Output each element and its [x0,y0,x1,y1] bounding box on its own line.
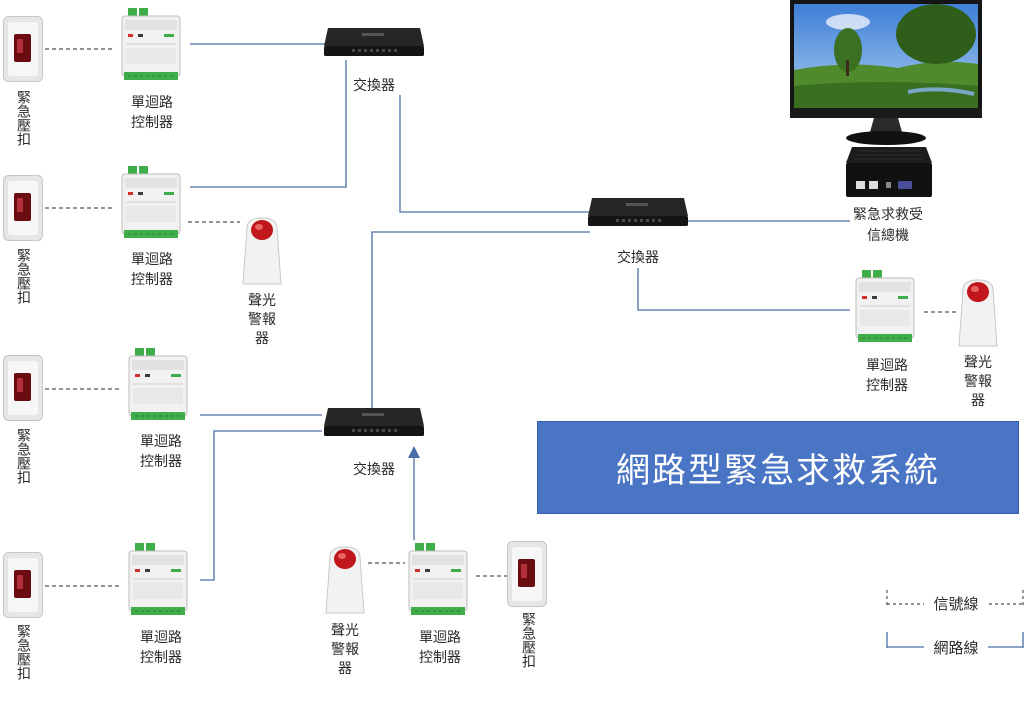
signal-lines [45,48,958,587]
controller-label: 單迴路控制器 [866,358,908,394]
network-line [200,430,322,581]
controller-icon [121,8,181,80]
controller-label: 單迴路控制器 [140,434,182,470]
panic-button-label: 緊急壓扣 [15,248,31,304]
network-lines [190,43,850,581]
controller-label: 單迴路控制器 [131,252,173,288]
legend-network-label: 網路線 [924,638,988,658]
panic-button-icon [3,16,43,82]
panic-button-icon [3,175,43,241]
siren-label: 聲光警報器 [248,293,276,347]
network-line [637,268,850,311]
network-line [190,60,347,188]
switch-label: 交換器 [353,78,395,94]
switch-label: 交換器 [353,462,395,478]
siren-icon [242,217,282,285]
controller-icon [855,270,915,342]
controller-icon [128,543,188,615]
host-label: 緊急求救受信總機 [853,207,923,244]
system-title-box: 網路型緊急求救系統 [537,421,1019,514]
controller-icon [128,348,188,420]
switch-icon [588,198,688,226]
siren-icon [325,546,365,614]
switch-label: 交換器 [617,250,659,266]
controller-label: 單迴路控制器 [131,95,173,131]
system-title: 網路型緊急求救系統 [616,451,940,491]
switch-icon [324,28,424,56]
legend-signal-label: 信號線 [924,594,988,614]
siren-label: 聲光警報器 [964,355,992,409]
panic-button-label: 緊急壓扣 [15,428,31,484]
panic-button-icon [3,355,43,421]
controller-icon [121,166,181,238]
monitor-icon [790,0,982,145]
controller-icon [408,543,468,615]
mini-pc-icon [846,147,932,197]
panic-button-icon [507,541,547,607]
siren-label: 聲光警報器 [331,623,359,677]
network-line [371,231,590,408]
controller-label: 單迴路控制器 [419,630,461,666]
panic-button-label: 緊急壓扣 [15,90,31,146]
arrow-head [408,446,420,458]
switch-icon [324,408,424,436]
panic-button-label: 緊急壓扣 [15,624,31,680]
siren-icon [958,279,998,347]
controller-label: 單迴路控制器 [140,630,182,666]
panic-button-label: 緊急壓扣 [520,612,536,668]
panic-button-icon [3,552,43,618]
network-line [399,95,590,213]
